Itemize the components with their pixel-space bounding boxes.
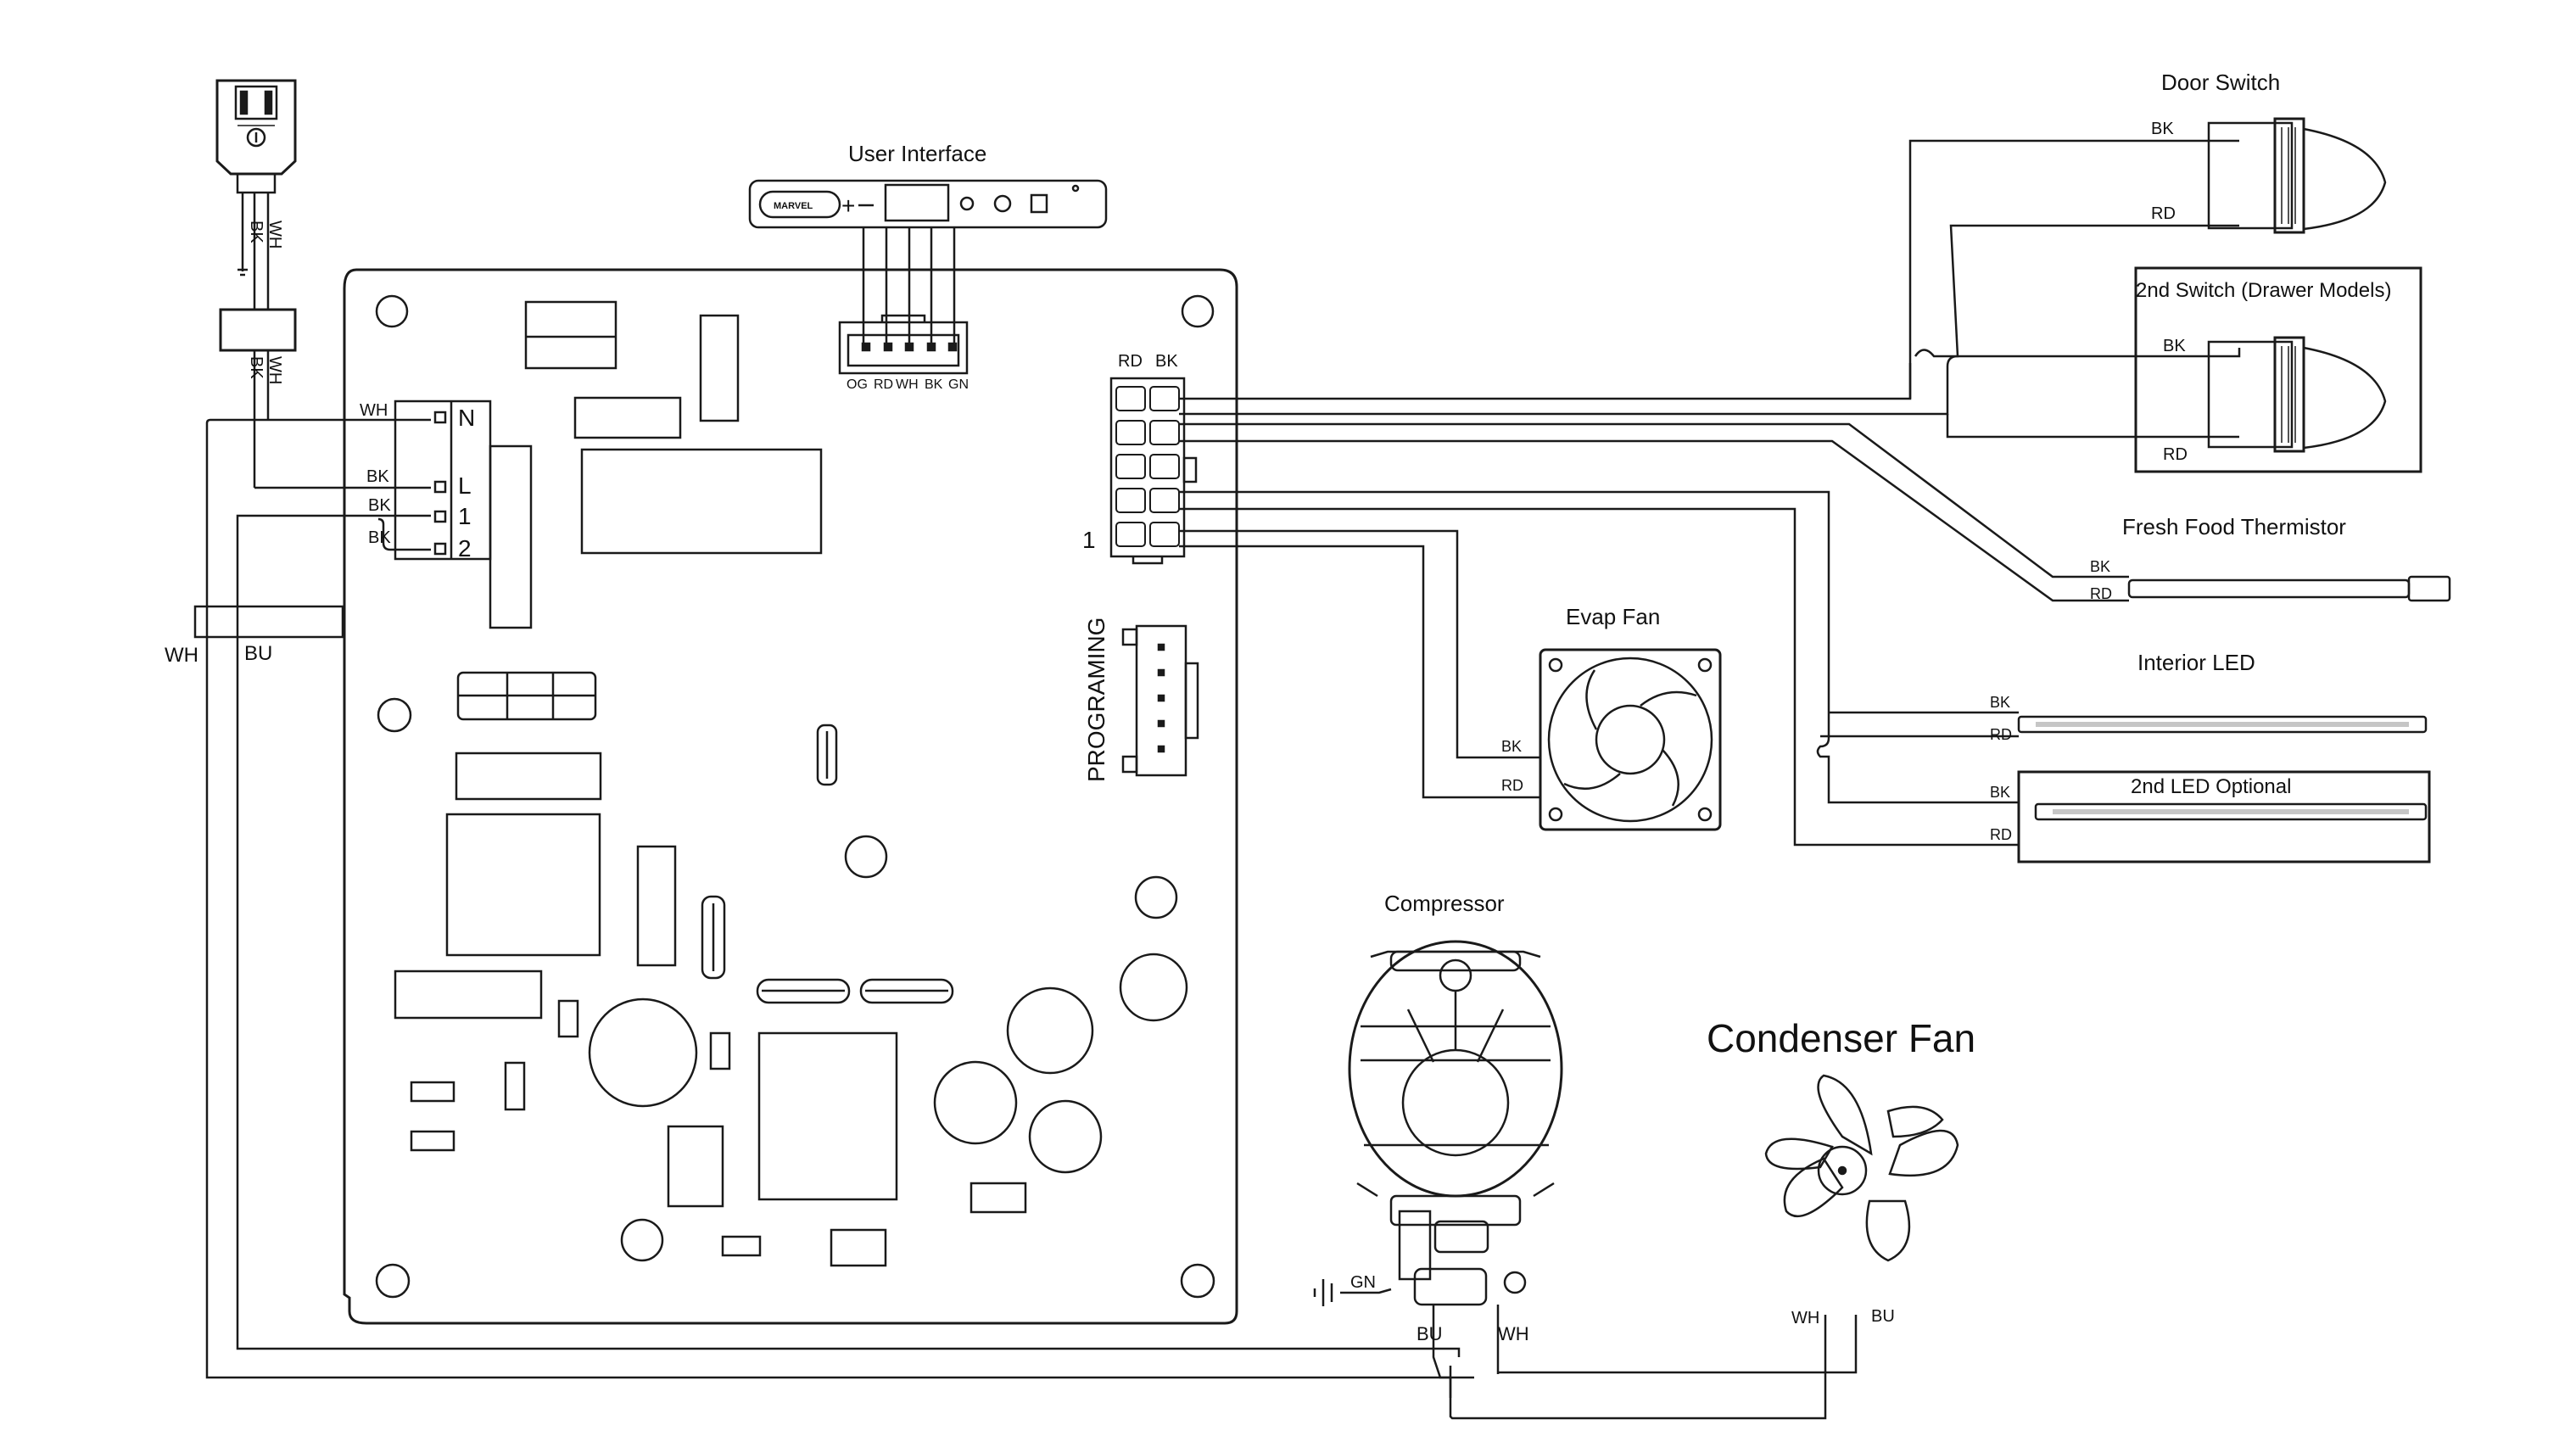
terminal-l-wire: BK <box>366 467 389 486</box>
ui-plus: + <box>841 193 855 219</box>
interior-led-title: Interior LED <box>2137 650 2255 675</box>
terminal-n-wire: WH <box>360 401 388 420</box>
thermistor <box>2129 577 2450 601</box>
programing-label: PROGRAMING <box>1083 618 1109 782</box>
thermistor-rd: RD <box>2090 585 2112 602</box>
thermistor-bk: BK <box>2090 558 2110 575</box>
terminal-n-label: N <box>458 405 475 431</box>
second-switch-rd: RD <box>2163 445 2188 464</box>
evap-fan-rd: RD <box>1501 777 1523 794</box>
second-led-rd: RD <box>1990 826 2012 843</box>
interior-led-bk: BK <box>1990 694 2010 711</box>
compressor-wh: WH <box>1498 1323 1529 1344</box>
main-connector-bk: BK <box>1155 352 1178 371</box>
clamp-wh: WH <box>165 644 198 667</box>
door-switch-rd: RD <box>2151 204 2176 223</box>
main-connector-rd: RD <box>1118 352 1143 371</box>
cord-wire-wh: WH <box>265 356 284 384</box>
terminal-block <box>395 401 490 559</box>
condenser-bu: BU <box>1871 1307 1895 1326</box>
door-switch-title: Door Switch <box>2161 70 2280 95</box>
clamp-bu: BU <box>244 642 272 665</box>
wire-clamp <box>195 606 343 637</box>
compressor <box>1349 942 1562 1305</box>
control-board <box>344 270 1237 1323</box>
ui-pin-rd: RD <box>874 377 893 392</box>
condenser-fan-title: Condenser Fan <box>1707 1016 1975 1060</box>
ui-connector <box>840 316 967 373</box>
evap-fan-bk: BK <box>1501 738 1522 755</box>
second-switch-bk: BK <box>2163 337 2186 355</box>
compressor-gn: GN <box>1350 1273 1376 1292</box>
programming-connector <box>1123 626 1198 775</box>
condenser-wh: WH <box>1791 1309 1819 1327</box>
plug-wire-bk: BK <box>247 221 265 243</box>
terminal-2-label: 2 <box>458 535 472 562</box>
evap-fan <box>1540 650 1720 830</box>
power-plug <box>217 81 295 350</box>
ui-pin-bk: BK <box>925 377 943 392</box>
terminal-1-label: 1 <box>458 503 472 529</box>
cord-wire-bk: BK <box>247 356 265 379</box>
compressor-title: Compressor <box>1384 891 1505 916</box>
terminal-2-wire: BK <box>368 528 391 547</box>
ui-pin-wh: WH <box>896 377 919 392</box>
plug-wire-wh: WH <box>265 221 284 249</box>
second-led-title: 2nd LED Optional <box>2131 775 2291 798</box>
ui-brand-text: MARVEL <box>774 201 813 211</box>
second-switch-title: 2nd Switch (Drawer Models) <box>2136 279 2391 302</box>
evap-fan-title: Evap Fan <box>1566 604 1660 629</box>
terminal-l-label: L <box>458 472 472 499</box>
second-led-bk: BK <box>1990 784 2010 801</box>
fresh-food-thermistor-title: Fresh Food Thermistor <box>2122 514 2346 539</box>
door-switch <box>2209 119 2385 232</box>
ui-pin-gn: GN <box>948 377 969 392</box>
main-connector <box>1111 378 1196 563</box>
compressor-bu: BU <box>1417 1323 1443 1344</box>
user-interface-title: User Interface <box>848 141 986 166</box>
interior-led-rd: RD <box>1990 726 2012 743</box>
ui-pin-og: OG <box>847 377 868 392</box>
main-connector-pin-one: 1 <box>1082 527 1096 553</box>
condenser-fan <box>1766 1076 1958 1260</box>
terminal-1-wire: BK <box>368 496 391 515</box>
door-switch-bk: BK <box>2151 120 2174 138</box>
connector-pins <box>1116 387 1179 546</box>
